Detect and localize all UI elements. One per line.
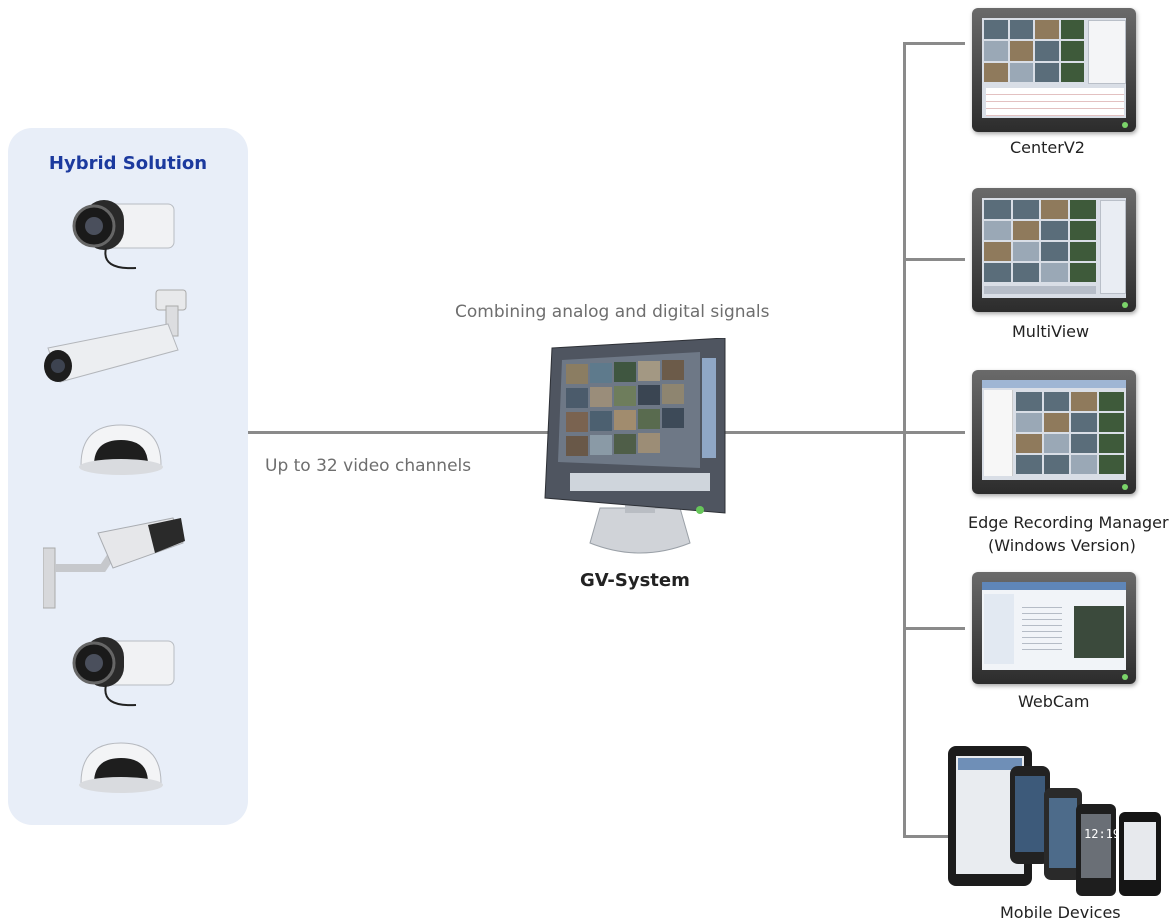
mobile-devices-icon: 12:19 bbox=[948, 746, 1161, 896]
multiview-label: MultiView bbox=[1012, 322, 1090, 341]
gv-system-label: GV-System bbox=[580, 570, 690, 591]
centerv2-monitor-icon bbox=[972, 8, 1136, 132]
centerv2-label: CenterV2 bbox=[1010, 138, 1085, 157]
box-camera-icon bbox=[72, 200, 175, 270]
dome-camera-icon bbox=[79, 424, 163, 475]
webcam-label: WebCam bbox=[1018, 692, 1090, 711]
dome-camera-icon bbox=[79, 742, 163, 793]
gv-system-monitor-icon bbox=[544, 338, 726, 554]
box-camera-icon bbox=[72, 637, 175, 707]
edge-recording-manager-monitor-icon bbox=[972, 370, 1136, 494]
combining-caption: Combining analog and digital signals bbox=[455, 302, 770, 322]
channels-caption: Up to 32 video channels bbox=[265, 456, 472, 476]
mobile-devices-label: Mobile Devices bbox=[1000, 903, 1121, 922]
branch-line-edge bbox=[903, 431, 965, 434]
svg-text:12:19: 12:19 bbox=[1084, 827, 1120, 841]
bullet-camera-icon bbox=[44, 289, 187, 383]
hybrid-solution-panel: Hybrid Solution bbox=[8, 128, 248, 825]
left-connector-line bbox=[248, 431, 548, 434]
right-connector-line bbox=[720, 431, 905, 434]
vertical-bus-line bbox=[903, 42, 906, 838]
branch-line-webcam bbox=[903, 627, 965, 630]
branch-line-mobile bbox=[903, 835, 948, 838]
branch-line-centerv2 bbox=[903, 42, 965, 45]
branch-line-multiview bbox=[903, 258, 965, 261]
panel-title: Hybrid Solution bbox=[48, 153, 208, 174]
webcam-monitor-icon bbox=[972, 572, 1136, 684]
edge-recording-manager-label: Edge Recording Manager bbox=[968, 513, 1169, 532]
multiview-monitor-icon bbox=[972, 188, 1136, 312]
edge-recording-manager-sublabel: (Windows Version) bbox=[988, 536, 1136, 555]
housing-camera-icon bbox=[43, 517, 185, 609]
